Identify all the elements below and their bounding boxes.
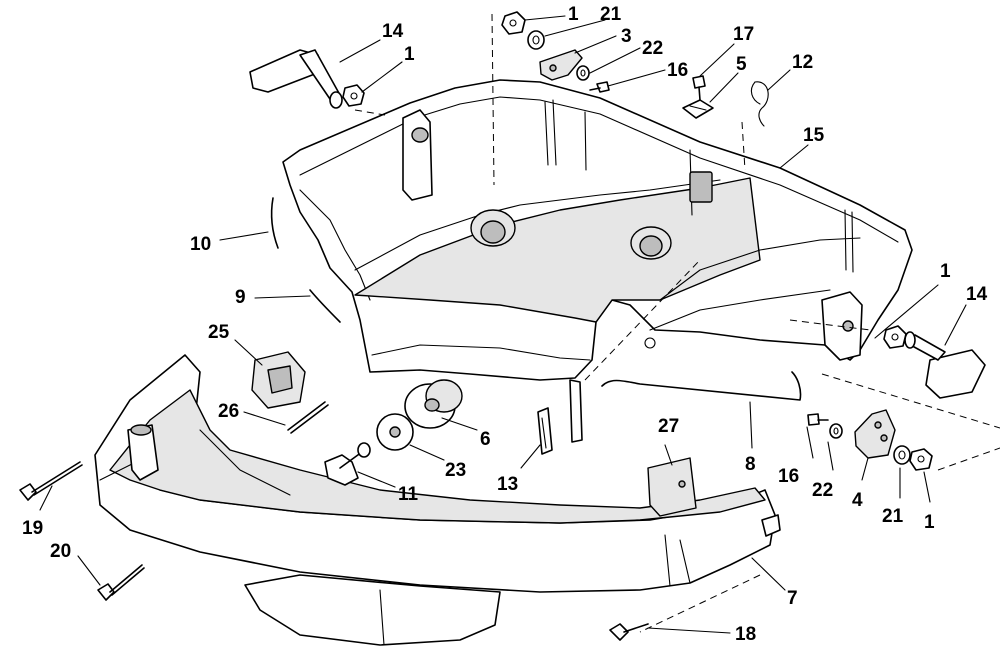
callout-23: 23 bbox=[445, 460, 466, 481]
callout-6: 6 bbox=[480, 429, 491, 450]
bolt-19 bbox=[19, 461, 83, 501]
bracket-4 bbox=[854, 409, 896, 459]
nut-1-b bbox=[342, 84, 365, 107]
callout-14: 14 bbox=[382, 21, 404, 42]
pin-26 bbox=[287, 401, 329, 434]
clip-5 bbox=[682, 99, 714, 119]
upper-cover bbox=[282, 79, 913, 443]
callout-12: 12 bbox=[792, 52, 813, 73]
callout-3: 3 bbox=[621, 26, 632, 47]
callout-27: 27 bbox=[658, 416, 679, 437]
nut-1-a bbox=[501, 11, 526, 35]
callout-4: 4 bbox=[852, 490, 863, 511]
callout-26: 26 bbox=[218, 401, 239, 422]
callout-15: 15 bbox=[803, 125, 825, 146]
latch-27 bbox=[647, 457, 697, 517]
callout-19: 19 bbox=[22, 518, 43, 539]
assembly-lines bbox=[354, 13, 1000, 633]
callout-14: 14 bbox=[966, 284, 988, 305]
callout-1: 1 bbox=[568, 4, 579, 25]
callout-22: 22 bbox=[642, 38, 663, 59]
callout-11: 11 bbox=[398, 484, 419, 505]
clip-13 bbox=[537, 407, 553, 455]
callout-1: 1 bbox=[924, 512, 935, 533]
seal-10 bbox=[270, 197, 279, 249]
callout-18: 18 bbox=[735, 624, 756, 645]
seal-8 bbox=[601, 371, 802, 401]
screw-16-b bbox=[807, 413, 829, 426]
callout-labels: 1 21 3 22 16 17 5 12 14 1 15 10 9 1 14 2… bbox=[22, 4, 988, 645]
bolt-18 bbox=[609, 623, 649, 641]
grommet-25 bbox=[251, 351, 306, 409]
nut-1-c bbox=[883, 325, 907, 349]
washer-22-b bbox=[829, 423, 843, 439]
callout-21: 21 bbox=[600, 4, 622, 25]
handle-14-lower bbox=[904, 331, 986, 399]
washer-22-a bbox=[576, 65, 590, 81]
screw-17 bbox=[692, 75, 706, 101]
callout-7: 7 bbox=[787, 588, 798, 609]
callout-13: 13 bbox=[497, 474, 518, 495]
callout-8: 8 bbox=[745, 454, 756, 475]
callout-21: 21 bbox=[882, 506, 904, 527]
nut-1-d bbox=[909, 448, 933, 471]
washer-21-b bbox=[893, 445, 911, 465]
callout-20: 20 bbox=[50, 541, 71, 562]
stud-11 bbox=[324, 442, 371, 486]
handle-14-upper bbox=[249, 49, 343, 109]
bracket-3 bbox=[539, 49, 583, 81]
callout-22: 22 bbox=[812, 480, 833, 501]
screw-16-a bbox=[589, 81, 610, 93]
washer-21-a bbox=[527, 30, 545, 50]
lower-cover bbox=[94, 354, 781, 646]
callout-16: 16 bbox=[778, 466, 799, 487]
callout-5: 5 bbox=[736, 54, 747, 75]
callout-1: 1 bbox=[940, 261, 951, 282]
callout-10: 10 bbox=[190, 234, 211, 255]
callout-1: 1 bbox=[404, 44, 415, 65]
leader-lines bbox=[39, 15, 967, 634]
callout-9: 9 bbox=[235, 287, 246, 308]
washer-23 bbox=[376, 413, 414, 451]
seal-9 bbox=[309, 289, 341, 323]
tie-12 bbox=[750, 81, 769, 127]
callout-16: 16 bbox=[667, 60, 688, 81]
bolt-20 bbox=[97, 564, 145, 601]
plug-6 bbox=[404, 379, 463, 429]
callout-25: 25 bbox=[208, 322, 230, 343]
callout-17: 17 bbox=[733, 24, 754, 45]
